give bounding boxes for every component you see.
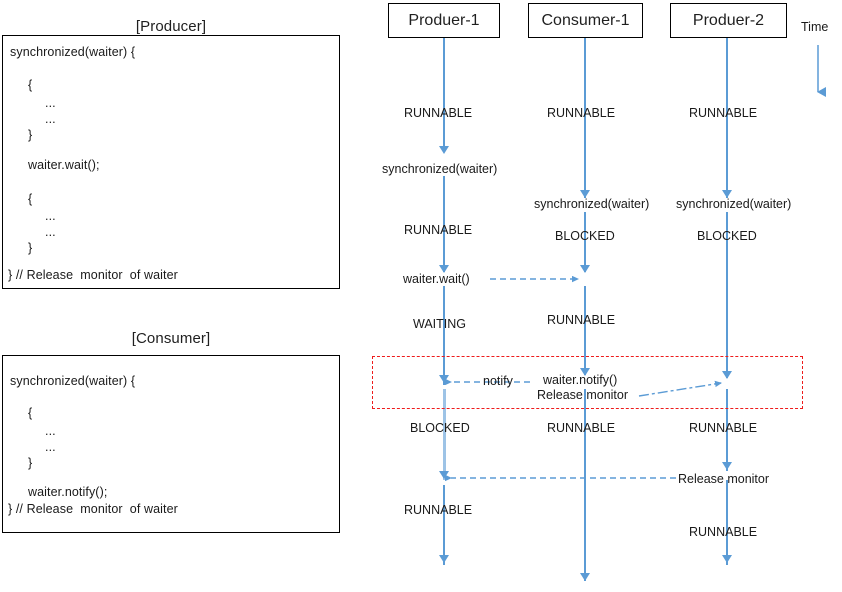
lifeline-producer-1-seg-1 [443, 38, 445, 152]
state-producer-2-runnable-1: RUNNABLE [689, 106, 758, 120]
lifeline-producer-1-arrow-4 [439, 471, 449, 479]
note-producer-1-notify: notify [483, 374, 513, 388]
actor-label-producer-1: Produer-1 [408, 11, 480, 29]
producer-code-line-0: synchronized(waiter) { [10, 45, 136, 59]
state-producer-2-runnable-2: RUNNABLE [689, 421, 758, 435]
state-producer-1-runnable-3: RUNNABLE [404, 503, 473, 517]
lifeline-producer-2-seg-3 [726, 389, 728, 471]
state-producer-1-blocked: BLOCKED [410, 421, 470, 435]
time-axis-label: Time [801, 20, 829, 34]
lifeline-producer-1-arrow-5 [439, 555, 449, 563]
lifeline-producer-1-arrow-1 [439, 146, 449, 154]
note-producer-1-synchronized: synchronized(waiter) [382, 162, 498, 176]
producer-code-line-9: } [28, 241, 33, 255]
notify-highlight-box [372, 356, 803, 409]
producer-panel-title: [Producer] [135, 18, 207, 35]
producer-code-line-5: waiter.wait(); [28, 158, 100, 172]
producer-code-line-7: ... [45, 209, 56, 223]
consumer-code-line-4: } [28, 456, 33, 470]
lifeline-consumer-1-seg-2 [584, 212, 586, 272]
state-producer-2-blocked: BLOCKED [697, 229, 757, 243]
consumer-code-line-3: ... [45, 440, 56, 454]
state-producer-2-runnable-3: RUNNABLE [689, 525, 758, 539]
state-consumer-1-runnable-3: RUNNABLE [547, 421, 616, 435]
lifeline-producer-2-arrow-2 [722, 371, 732, 379]
producer-code-line-2: ... [45, 96, 56, 110]
lifeline-consumer-1-seg-4 [584, 389, 586, 581]
actor-label-producer-2: Produer-2 [692, 11, 765, 29]
lifeline-producer-2-arrow-3 [722, 462, 732, 470]
lifeline-producer-1-seg-5 [443, 485, 445, 565]
lifeline-producer-2-arrow-1 [722, 190, 732, 198]
consumer-code-line-2: ... [45, 424, 56, 438]
consumer-code-line-1: { [28, 406, 33, 420]
consumer-code-line-0: synchronized(waiter) { [10, 374, 136, 388]
producer-code-line-6: { [28, 192, 33, 206]
lifeline-consumer-1-arrow-3 [580, 368, 590, 376]
actor-label-consumer-1: Consumer-1 [541, 11, 630, 29]
lifeline-producer-1-seg-2 [443, 176, 445, 272]
lifeline-producer-1-arrow-3 [439, 375, 449, 383]
note-producer-2-release-monitor: Release monitor [678, 472, 770, 486]
producer-code-line-1: { [28, 78, 33, 92]
consumer-panel-title: [Consumer] [131, 330, 211, 347]
lifeline-producer-1-seg-3 [443, 286, 445, 385]
consumer-code-line-6: } // Release monitor of waiter [8, 502, 178, 516]
note-consumer-1-release-monitor: Release monitor [537, 388, 629, 402]
note-producer-1-waiter-wait: waiter.wait() [403, 272, 470, 286]
lifeline-producer-2-seg-2 [726, 212, 728, 378]
producer-code-line-3: ... [45, 112, 56, 126]
note-consumer-1-synchronized: synchronized(waiter) [534, 197, 650, 211]
state-consumer-1-blocked: BLOCKED [555, 229, 615, 243]
state-producer-1-waiting: WAITING [413, 317, 467, 331]
lifeline-producer-2-seg-1 [726, 38, 728, 198]
lifeline-consumer-1-arrow-4 [580, 573, 590, 581]
lifeline-producer-1-seg-4 [443, 389, 446, 480]
state-consumer-1-runnable-1: RUNNABLE [547, 106, 616, 120]
producer-code-line-4: } [28, 128, 33, 142]
lifeline-producer-1-arrow-2 [439, 265, 449, 273]
state-producer-1-runnable-2: RUNNABLE [404, 223, 473, 237]
note-consumer-1-waiter-notify: waiter.notify() [543, 373, 618, 387]
lifeline-producer-2-seg-4 [726, 480, 728, 565]
lifeline-consumer-1-seg-1 [584, 38, 586, 198]
lifeline-consumer-1-arrow-2 [580, 265, 590, 273]
producer-code-line-8: ... [45, 225, 56, 239]
consumer-code-line-5: waiter.notify(); [28, 485, 108, 499]
actor-box-producer-2[interactable]: Produer-2 [670, 3, 787, 38]
state-consumer-1-runnable-2: RUNNABLE [547, 313, 616, 327]
lifeline-consumer-1-arrow-1 [580, 190, 590, 198]
lifeline-consumer-1-seg-3 [584, 286, 586, 375]
consumer-code-box [2, 355, 340, 533]
producer-code-line-10: } // Release monitor of waiter [8, 268, 178, 282]
actor-box-consumer-1[interactable]: Consumer-1 [528, 3, 643, 38]
producer-code-box [2, 35, 340, 289]
actor-box-producer-1[interactable]: Produer-1 [388, 3, 500, 38]
lifeline-producer-2-arrow-4 [722, 555, 732, 563]
note-producer-2-synchronized: synchronized(waiter) [676, 197, 792, 211]
state-producer-1-runnable-1: RUNNABLE [404, 106, 473, 120]
